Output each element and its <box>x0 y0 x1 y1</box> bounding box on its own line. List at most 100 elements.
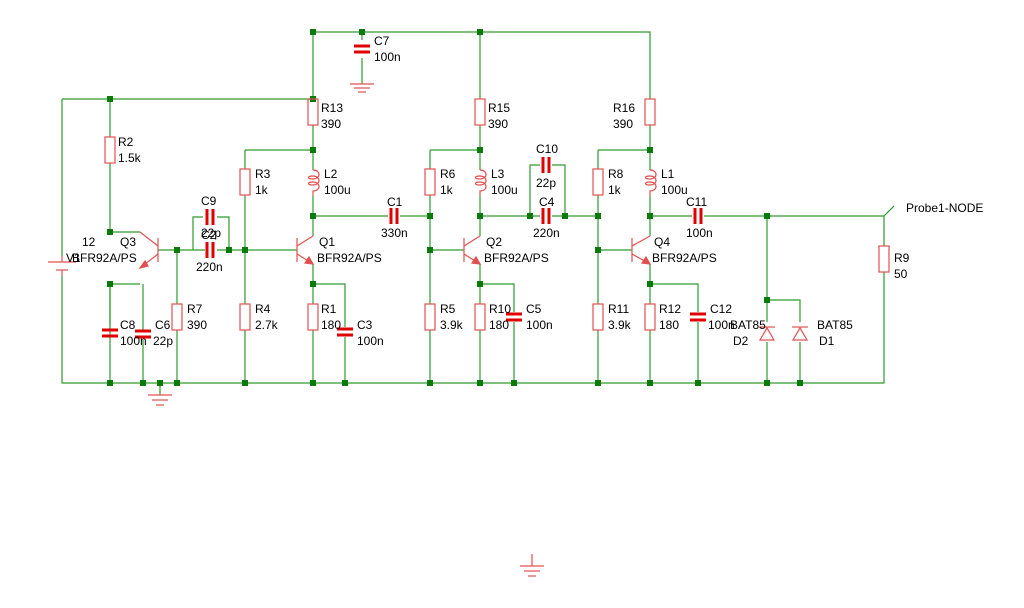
r9-ref: R9 <box>894 251 910 265</box>
transistor-q1 <box>296 235 315 265</box>
c3-value: 100n <box>357 334 384 348</box>
r6-value: 1k <box>440 183 454 197</box>
d1-value: BAT85 <box>817 318 853 332</box>
r4-ref: R4 <box>255 302 271 316</box>
r16-value: 390 <box>613 117 633 131</box>
resistor-r13 <box>307 98 319 126</box>
l2-ref: L2 <box>324 167 338 181</box>
resistor-r3 <box>239 168 251 196</box>
c10-value: 22p <box>536 176 556 190</box>
transistor-q2 <box>463 235 482 265</box>
capacitor-c12 <box>690 312 706 322</box>
c11-ref: C11 <box>686 195 707 209</box>
inductor-l3 <box>474 169 487 196</box>
inductor-l2 <box>307 169 320 196</box>
capacitor-c5 <box>506 312 522 322</box>
resistor-r1 <box>307 303 319 331</box>
transistor-q3 <box>138 231 159 269</box>
capacitor-c11 <box>693 208 703 224</box>
c1-value: 330n <box>381 226 408 240</box>
resistor-r2 <box>104 136 116 164</box>
r2-ref: R2 <box>118 135 134 149</box>
r2-value: 1.5k <box>118 151 142 165</box>
r5-value: 3.9k <box>440 318 464 332</box>
r13-ref: R13 <box>321 101 343 115</box>
resistor-r11 <box>592 303 604 331</box>
c9-value: 22p <box>201 226 221 240</box>
c9-ref: C9 <box>201 194 217 208</box>
resistor-r8 <box>592 168 604 196</box>
ground-symbol-top <box>350 83 374 93</box>
transistor-q4 <box>631 235 652 265</box>
r11-value: 3.9k <box>608 318 632 332</box>
r11-ref: R11 <box>608 302 629 316</box>
c4-ref: C4 <box>539 195 555 209</box>
r10-value: 180 <box>489 318 509 332</box>
battery-v1 <box>48 256 76 276</box>
ground-symbol-floating <box>520 554 544 577</box>
resistor-r5 <box>424 303 436 331</box>
r15-value: 390 <box>488 117 508 131</box>
r8-ref: R8 <box>608 167 624 181</box>
d2-ref: D2 <box>733 334 749 348</box>
r3-value: 1k <box>255 183 269 197</box>
r12-value: 180 <box>659 318 679 332</box>
capacitor-c4 <box>541 208 551 224</box>
c1-ref: C1 <box>387 195 403 209</box>
resistor-r4 <box>239 303 251 331</box>
q2-ref: Q2 <box>486 235 502 249</box>
junctions <box>107 29 803 386</box>
c6-ref: C6 <box>155 318 171 332</box>
resistor-r15 <box>474 98 486 126</box>
c12-ref: C12 <box>710 302 732 316</box>
c3-ref: C3 <box>357 318 373 332</box>
resistor-r9 <box>878 245 890 273</box>
c2-value: 220n <box>196 260 223 274</box>
resistor-r16 <box>644 98 656 126</box>
c10-ref: C10 <box>536 142 558 156</box>
q1-ref: Q1 <box>319 235 335 249</box>
d2-value: BAT85 <box>730 318 766 332</box>
inductor-l1 <box>644 169 657 196</box>
resistor-r7 <box>171 303 183 331</box>
l3-ref: L3 <box>491 167 505 181</box>
wires <box>61 31 895 395</box>
resistor-r10 <box>474 303 486 331</box>
r3-ref: R3 <box>255 167 271 181</box>
c4-value: 220n <box>533 226 560 240</box>
c12-value: 100n <box>708 318 735 332</box>
capacitor-c3 <box>337 327 353 337</box>
probe-label: Probe1-NODE <box>906 201 983 215</box>
r7-ref: R7 <box>187 302 203 316</box>
r15-ref: R15 <box>488 101 510 115</box>
l3-value: 100u <box>491 183 518 197</box>
c7-ref: C7 <box>374 34 390 48</box>
diode-d2 <box>758 326 776 341</box>
battery-value: 12 <box>82 235 96 249</box>
l1-value: 100u <box>661 183 688 197</box>
c7-value: 100n <box>374 50 401 64</box>
r1-ref: R1 <box>321 302 337 316</box>
capacitor-c7 <box>354 44 370 54</box>
c8-ref: C8 <box>120 318 136 332</box>
q3-value: BFR92A/PS <box>72 251 137 265</box>
r4-value: 2.7k <box>255 318 279 332</box>
diode-d1 <box>791 326 809 341</box>
q3-ref: Q3 <box>120 235 136 249</box>
q2-value: BFR92A/PS <box>484 251 549 265</box>
r16-ref: R16 <box>613 101 635 115</box>
battery-ref: V1 <box>66 251 81 265</box>
r1-value: 180 <box>321 318 341 332</box>
r13-value: 390 <box>321 117 341 131</box>
l1-ref: L1 <box>661 167 675 181</box>
ground-symbol-main <box>148 394 172 406</box>
r10-ref: R10 <box>489 302 511 316</box>
q4-ref: Q4 <box>654 235 670 249</box>
resistor-r12 <box>644 303 656 331</box>
r7-value: 390 <box>187 318 207 332</box>
capacitor-c10 <box>541 157 551 173</box>
capacitor-c9 <box>205 209 215 225</box>
capacitor-c1 <box>389 208 399 224</box>
c5-ref: C5 <box>526 302 542 316</box>
